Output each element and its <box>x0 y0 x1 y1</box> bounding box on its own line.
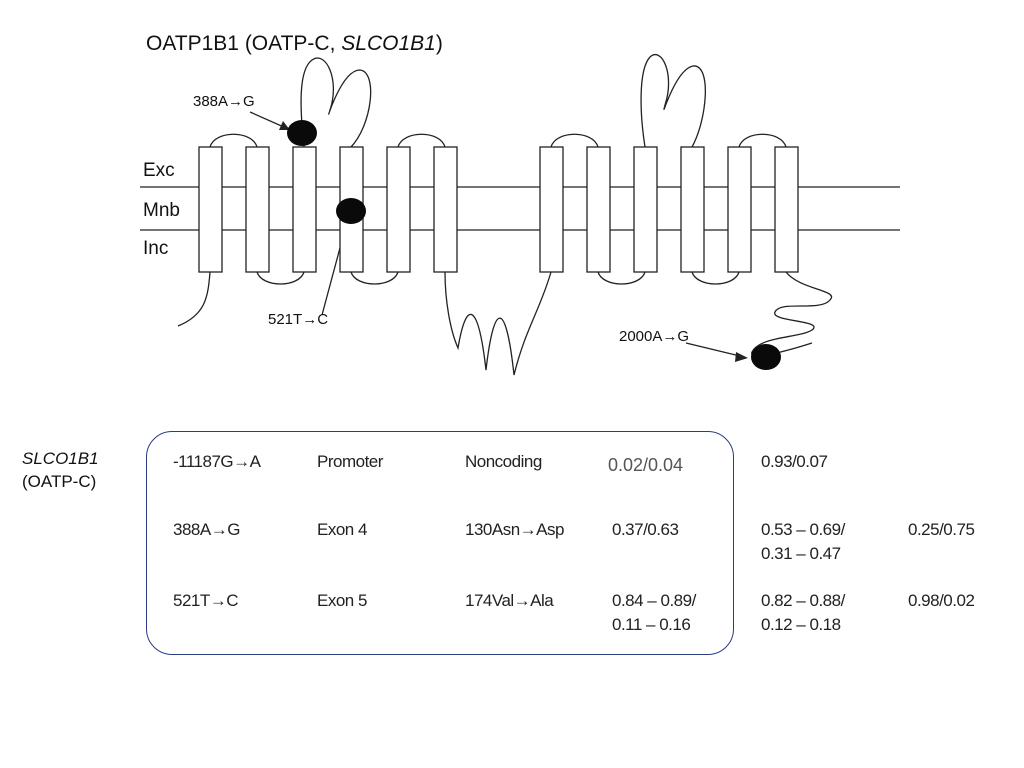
mutation-dot-2000 <box>751 344 781 370</box>
arrow-388-line <box>249 111 287 129</box>
row2-freq1: 0.37/0.63 <box>612 520 679 539</box>
transmembrane-diagram <box>140 54 900 376</box>
arrow-2000-head <box>735 352 748 362</box>
tm-segment-3 <box>292 146 317 273</box>
loop-ext-5-6 <box>397 133 446 148</box>
loop-int-10-11 <box>691 271 740 285</box>
row1-effect: Noncoding <box>465 452 542 471</box>
row3-location: Exon 5 <box>317 591 367 610</box>
row3-freq2: 0.82 – 0.88/0.12 – 0.18 <box>761 591 845 634</box>
row2-freq3: 0.25/0.75 <box>908 520 975 539</box>
title-gene: SLCO1B1 <box>341 32 436 55</box>
tm-segment-12 <box>774 146 799 273</box>
arrow-2000-line <box>685 342 745 358</box>
loop-ext-1-2 <box>209 133 258 148</box>
mutation-label-521: 521T→C <box>268 311 329 328</box>
tm-segment-10 <box>680 146 705 273</box>
c-terminal-tail <box>751 271 833 357</box>
loop-int-2-3 <box>256 271 305 285</box>
tm-segment-1 <box>198 146 223 273</box>
row2-freq2: 0.53 – 0.69/0.31 – 0.47 <box>761 520 845 563</box>
row3-effect: 174Val→Ala <box>465 591 554 610</box>
row1-freq2: 0.93/0.07 <box>761 452 828 471</box>
row3-freq1: 0.84 – 0.89/0.11 – 0.16 <box>612 591 696 634</box>
tm-segment-5 <box>386 146 411 273</box>
row2-location: Exon 4 <box>317 520 367 539</box>
mutation-dot-388 <box>287 120 317 146</box>
loop-ext-9-10-long <box>640 54 706 148</box>
loop-ext-7-8 <box>550 133 599 148</box>
label-exc: Exc <box>143 160 175 181</box>
loop-int-6-7-large <box>444 271 552 376</box>
row2-variant: 388A→G <box>173 520 240 539</box>
row2-effect: 130Asn→Asp <box>465 520 564 539</box>
row1-variant: -11187G→A <box>173 452 261 471</box>
tm-segment-11 <box>727 146 752 273</box>
n-terminal-tail <box>177 271 211 327</box>
tm-segment-2 <box>245 146 270 273</box>
gene-alias: (OATP-C) <box>22 472 97 491</box>
tm-segment-8 <box>586 146 611 273</box>
highlight-box <box>146 431 734 655</box>
gene-label: SLCO1B1 (OATP-C) <box>22 447 99 493</box>
row1-freq1: 0.02/0.04 <box>608 455 684 475</box>
mutation-label-388: 388A→G <box>193 93 255 110</box>
mutation-label-2000: 2000A→G <box>619 328 690 345</box>
loop-int-8-9 <box>597 271 646 285</box>
diagram-title: OATP1B1 (OATP-C, SLCO1B1) <box>146 32 443 55</box>
label-mnb: Mnb <box>143 200 180 221</box>
tm-segment-6 <box>433 146 458 273</box>
row3-freq3: 0.98/0.02 <box>908 591 975 610</box>
tm-segment-7 <box>539 146 564 273</box>
tm-segment-9 <box>633 146 658 273</box>
loop-ext-11-12 <box>738 133 787 148</box>
gene-name: SLCO1B1 <box>22 449 99 468</box>
arrow-388-head <box>279 121 290 130</box>
label-inc: Inc <box>143 238 169 259</box>
loop-ext-3-4-long <box>300 57 372 148</box>
row1-location: Promoter <box>317 452 383 471</box>
row3-variant: 521T→C <box>173 591 239 610</box>
mutation-dot-521 <box>336 198 366 224</box>
loop-int-4-5 <box>350 271 399 285</box>
